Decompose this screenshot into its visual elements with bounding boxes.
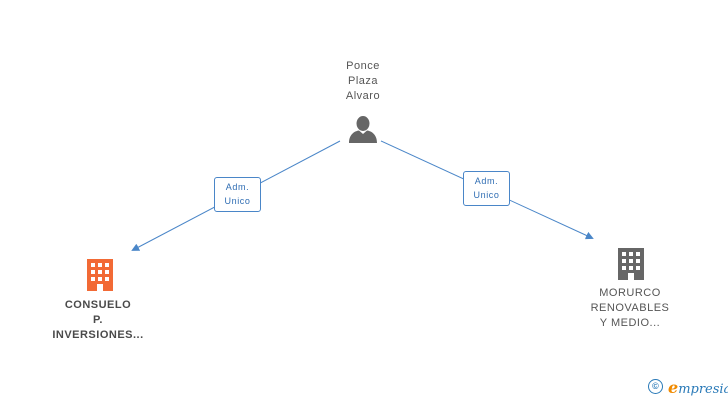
role-left-line-2: Unico [224,196,251,206]
role-left-line-1: Adm. [225,182,250,192]
brand-logo: empresia [668,378,728,397]
copyright-icon: © [648,379,663,394]
company-left-line-1: CONSUELO [64,299,132,311]
empresia-watermark: © empresia [648,378,728,397]
company-name-morurco[interactable]: MORURCO RENOVABLES Y MEDIO... [560,286,700,331]
role-right-line-1: Adm. [474,176,499,186]
brand-rest: mpresia [678,382,728,397]
role-badge-left[interactable]: Adm. Unico [214,177,261,212]
person-name-line-1: Ponce [346,60,380,72]
company-left-line-2: P. [93,314,103,326]
role-right-line-2: Unico [473,190,500,200]
building-icon[interactable] [617,247,645,281]
company-right-line-1: MORURCO [599,287,661,299]
company-left-line-3: INVERSIONES... [52,329,144,341]
company-right-line-3: Y MEDIO... [599,317,661,329]
company-right-line-2: RENOVABLES [590,302,670,314]
person-icon[interactable] [348,115,378,144]
company-name-consuelo[interactable]: CONSUELO P. INVERSIONES... [28,298,168,343]
person-name-line-2: Plaza [347,75,379,87]
person-name-line-3: Alvaro [345,90,381,102]
building-icon[interactable] [86,258,114,292]
role-badge-right[interactable]: Adm. Unico [463,171,510,206]
brand-initial: e [668,378,679,397]
person-name[interactable]: Ponce Plaza Alvaro [318,59,408,104]
